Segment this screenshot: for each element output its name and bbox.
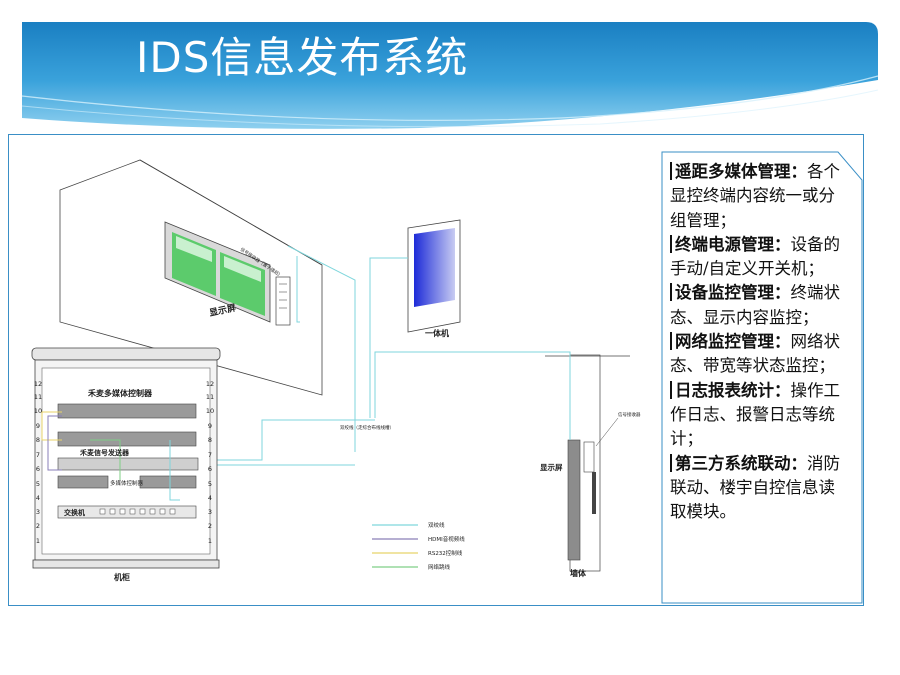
header-banner bbox=[21, 22, 879, 129]
signal-sender-label: 禾麦信号发送器 bbox=[80, 448, 130, 457]
feature-text: 各个显控终端内容统一或分组管理； bbox=[670, 162, 840, 230]
svg-text:9: 9 bbox=[36, 422, 40, 430]
svg-text:12: 12 bbox=[34, 380, 42, 388]
cabinet-label: 机柜 bbox=[114, 572, 130, 582]
signal-receiver-wall-icon bbox=[275, 276, 291, 326]
feature-heading: 设备监控管理： bbox=[675, 283, 791, 303]
svg-text:12: 12 bbox=[206, 380, 214, 388]
svg-text:10: 10 bbox=[206, 407, 214, 415]
feature-text: 设备的手动/自定义开关机； bbox=[670, 234, 840, 279]
multi-controller-label: 多媒体控制器 bbox=[110, 479, 144, 487]
legend-label-rs232: RS232控制线 bbox=[428, 549, 463, 557]
svg-text:4: 4 bbox=[208, 494, 212, 502]
all-in-one-kiosk-icon bbox=[407, 219, 461, 333]
feature-heading: 网络监控管理： bbox=[675, 332, 791, 352]
cable-legend: 双绞线 HDMI音视频线 RS232控制线 网络跳线 bbox=[372, 521, 465, 571]
feature-heading: 第三方系统联动： bbox=[675, 453, 807, 473]
svg-text:8: 8 bbox=[208, 436, 212, 444]
svg-text:1: 1 bbox=[208, 537, 212, 545]
svg-text:5: 5 bbox=[36, 480, 40, 488]
svg-text:1: 1 bbox=[36, 537, 40, 545]
legend-label-twisted-pair: 双绞线 bbox=[428, 521, 445, 529]
svg-text:11: 11 bbox=[34, 393, 42, 401]
feature-heading: 日志报表统计： bbox=[675, 380, 791, 400]
cable-lines bbox=[200, 245, 571, 466]
wall-side-view bbox=[545, 354, 630, 572]
feature-item: 终端电源管理：设备的手动/自定义开关机； bbox=[670, 233, 845, 282]
feature-text: 操作工作日志、报警日志等统计； bbox=[670, 380, 840, 449]
feature-heading: 遥距多媒体管理： bbox=[675, 162, 807, 181]
twisted-pair-note-label: 双绞线（走综合布线线槽） bbox=[340, 424, 394, 431]
svg-text:11: 11 bbox=[206, 393, 214, 401]
display-screen-wall-icon bbox=[164, 221, 271, 323]
svg-text:9: 9 bbox=[208, 422, 212, 430]
legend-label-network: 网络跳线 bbox=[428, 563, 451, 571]
svg-text:3: 3 bbox=[36, 508, 40, 516]
svg-text:7: 7 bbox=[36, 451, 40, 459]
feature-list: 遥距多媒体管理：各个显控终端内容统一或分组管理； 终端电源管理：设备的手动/自定… bbox=[670, 160, 845, 600]
svg-text:2: 2 bbox=[36, 522, 40, 530]
rack-units-left: 12 11 10 9 8 7 6 5 4 3 2 1 bbox=[34, 380, 42, 545]
feature-item: 遥距多媒体管理：各个显控终端内容统一或分组管理； bbox=[670, 160, 845, 233]
switch-label: 交换机 bbox=[64, 508, 85, 517]
svg-text:7: 7 bbox=[208, 451, 212, 459]
rack-units-right: 12 11 10 9 8 7 6 5 4 3 2 1 bbox=[206, 380, 214, 545]
svg-text:10: 10 bbox=[34, 407, 42, 415]
svg-text:6: 6 bbox=[36, 465, 40, 473]
display-screen-side-label: 显示屏 bbox=[540, 463, 563, 472]
svg-text:6: 6 bbox=[208, 465, 212, 473]
feature-text: 网络状态、带宽等状态监控； bbox=[670, 332, 840, 376]
signal-receiver-side-label: 信号接收器 bbox=[618, 411, 641, 418]
feature-text: 消防联动、楼宇自控信息读取模块。 bbox=[670, 453, 840, 522]
feature-item: 日志报表统计：操作工作日志、报警日志等统计； bbox=[670, 379, 845, 452]
svg-text:8: 8 bbox=[36, 436, 40, 444]
cabinet-icon bbox=[31, 347, 221, 569]
feature-panel-border bbox=[661, 151, 863, 604]
svg-text:3: 3 bbox=[208, 508, 212, 516]
svg-text:5: 5 bbox=[208, 480, 212, 488]
feature-text: 终端状态、显示内容监控； bbox=[670, 283, 840, 327]
multimedia-controller-label: 禾麦多媒体控制器 bbox=[87, 388, 153, 398]
svg-text:4: 4 bbox=[36, 494, 40, 502]
page-title: IDS信息发布系统 bbox=[136, 33, 469, 82]
wall-label: 墙体 bbox=[570, 568, 587, 578]
feature-item: 设备监控管理：终端状态、显示内容监控； bbox=[670, 281, 845, 330]
legend-label-hdmi: HDMI音视频线 bbox=[428, 535, 465, 543]
feature-heading: 终端电源管理： bbox=[675, 234, 791, 254]
feature-item: 网络监控管理：网络状态、带宽等状态监控； bbox=[670, 330, 845, 379]
feature-item: 第三方系统联动：消防联动、楼宇自控信息读取模块。 bbox=[670, 452, 845, 525]
svg-text:2: 2 bbox=[208, 522, 212, 530]
all-in-one-label: 一体机 bbox=[425, 328, 449, 338]
